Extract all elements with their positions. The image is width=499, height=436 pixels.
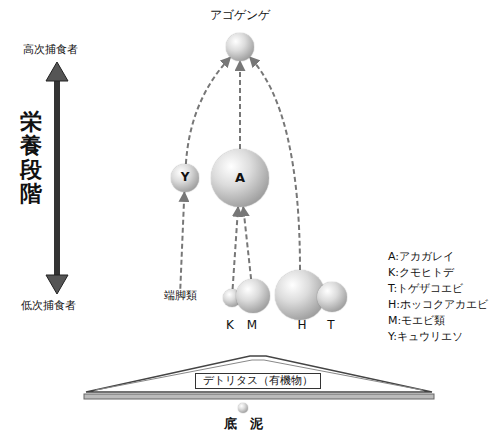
node-label: 端脚類 (164, 290, 197, 303)
detritus-wedge (86, 356, 432, 392)
axis-shaft (54, 76, 60, 280)
species-sphere: Y (171, 164, 199, 192)
node-label: T (327, 319, 334, 333)
sediment-dot: 底 泥 (238, 403, 248, 413)
level-label: 低次捕食者 (21, 300, 76, 313)
feeding-arrow (243, 207, 251, 279)
feeding-arrow (233, 207, 239, 289)
node-label: H (297, 319, 306, 333)
legend-entry: M:モエビ類 (388, 315, 445, 328)
node-label: M (247, 319, 257, 333)
node-label: 底 泥 (224, 417, 263, 432)
detritus-box: デトリタス（有機物） (195, 373, 321, 390)
trophic-axis-arrow (46, 62, 68, 294)
species-sphere: T (317, 282, 347, 312)
node-label: Y (181, 171, 190, 185)
node-label: A (235, 171, 245, 186)
feeding-arrow (186, 57, 231, 164)
node-label: アゴゲンゲ (210, 9, 270, 23)
species-sphere: M (236, 279, 270, 313)
legend-entry: Y:キュウリエソ (388, 331, 463, 344)
sediment-bar (84, 394, 434, 399)
detritus-band (84, 356, 434, 399)
axis-head (46, 275, 68, 294)
axis-title: 栄養段階 (20, 110, 42, 207)
feeding-arrow (239, 61, 241, 149)
legend-entry: K:クモヒトデ (388, 267, 454, 280)
species-sphere: A (211, 149, 269, 207)
axis-head (46, 62, 68, 81)
detritus-inner-line (96, 360, 422, 390)
node-label: K (226, 319, 234, 333)
level-label: 高次捕食者 (23, 44, 78, 57)
feeding-arrow (180, 192, 184, 289)
node-label: デトリタス（有機物） (203, 375, 313, 388)
prey-group: 端脚類 (162, 289, 199, 304)
legend-entry: T:トゲザコエビ (388, 283, 463, 296)
legend-entry: A:アカガレイ (388, 251, 454, 264)
legend-entry: H:ホッコクアカエビ (388, 299, 488, 312)
predator-sphere: アゴゲンゲ (226, 33, 254, 61)
